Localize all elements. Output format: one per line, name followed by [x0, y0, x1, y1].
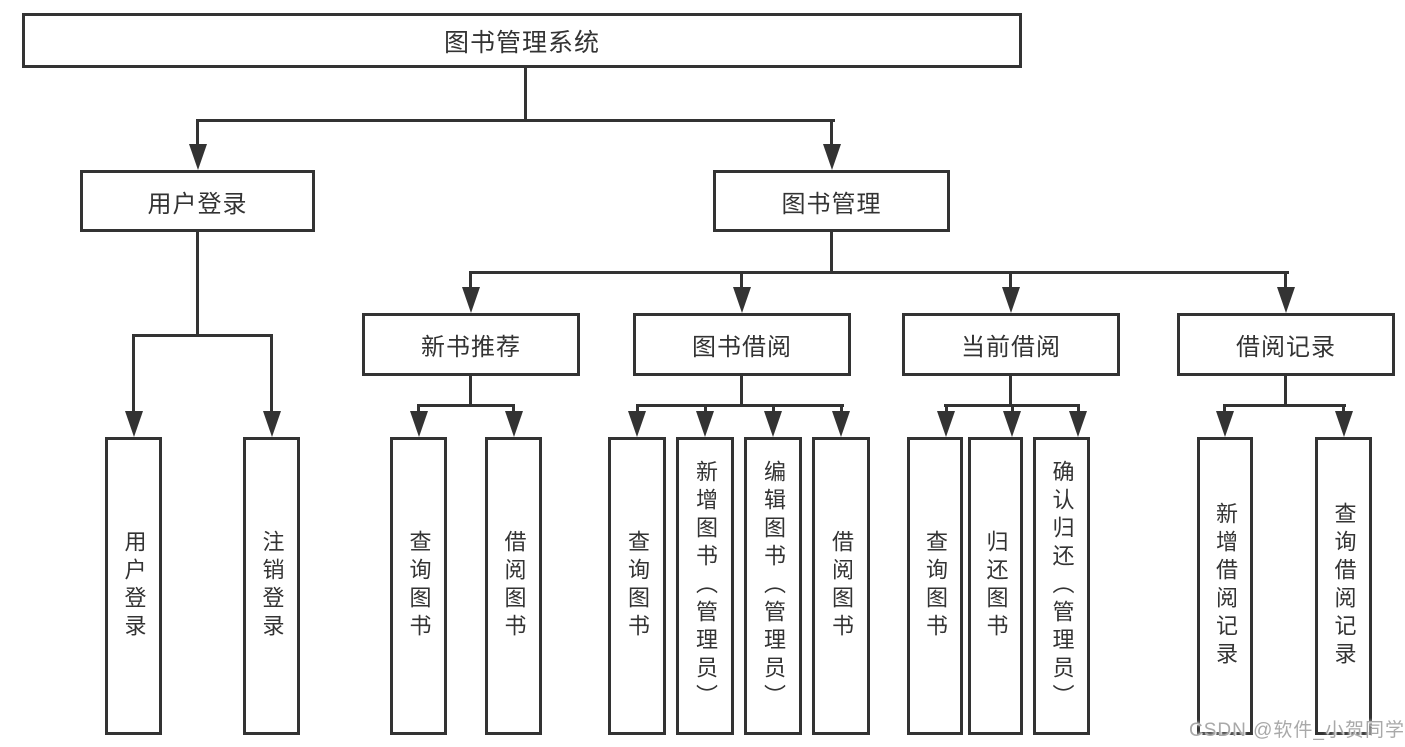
- connector-line: [636, 404, 844, 407]
- connector-line: [417, 404, 420, 414]
- arrow-down-icon: [937, 411, 955, 437]
- connector-line: [512, 404, 515, 414]
- leaf-confirm-return: 确认归还（管理员）: [1033, 437, 1090, 735]
- node-book-management: 图书管理: [713, 170, 950, 232]
- node-user-login: 用户登录: [80, 170, 315, 232]
- connector-line: [132, 334, 135, 411]
- connector-line: [1009, 272, 1012, 288]
- leaf-add-book: 新增图书（管理员）: [676, 437, 734, 735]
- connector-line: [469, 271, 1289, 274]
- node-new-book-recommend: 新书推荐: [362, 313, 580, 376]
- connector-line: [636, 404, 639, 414]
- leaf-add-borrow-record: 新增借阅记录: [1197, 437, 1253, 735]
- node-root-label: 图书管理系统: [443, 28, 600, 57]
- arrow-down-icon: [1335, 411, 1353, 437]
- arrow-down-icon: [823, 144, 841, 170]
- leaf-edit-book: 编辑图书（管理员）: [744, 437, 802, 735]
- connector-line: [132, 334, 273, 337]
- leaf-borrow-book-1: 借阅图书: [485, 437, 542, 735]
- node-borrowing-records-label: 借阅记录: [1236, 334, 1336, 361]
- leaf-user-login: 用户登录: [105, 437, 162, 735]
- node-user-login-label: 用户登录: [147, 190, 248, 218]
- connector-line: [469, 376, 472, 407]
- arrow-down-icon: [1069, 411, 1087, 437]
- leaf-add-book-label: 新增图书（管理员）: [693, 460, 718, 712]
- connector-line: [840, 404, 843, 414]
- leaf-query-book-3-label: 查询图书: [923, 530, 948, 642]
- leaf-borrow-book-1-label: 借阅图书: [501, 530, 527, 642]
- connector-line: [740, 376, 743, 407]
- arrow-down-icon: [733, 287, 751, 313]
- leaf-return-book-label: 归还图书: [983, 530, 1009, 642]
- arrow-down-icon: [1277, 287, 1295, 313]
- connector-line: [1284, 376, 1287, 407]
- arrow-down-icon: [263, 411, 281, 437]
- node-current-borrowing: 当前借阅: [902, 313, 1120, 376]
- leaf-edit-book-label: 编辑图书（管理员）: [761, 460, 786, 712]
- leaf-user-login-label: 用户登录: [121, 530, 147, 642]
- connector-line: [830, 232, 833, 273]
- connector-line: [1223, 404, 1226, 414]
- leaf-query-borrow-record-label: 查询借阅记录: [1331, 502, 1357, 670]
- leaf-query-borrow-record: 查询借阅记录: [1315, 437, 1372, 735]
- watermark: CSDN @软件_小贺同学: [1189, 720, 1405, 741]
- arrow-down-icon: [189, 144, 207, 170]
- leaf-return-book: 归还图书: [968, 437, 1023, 735]
- connector-line: [1009, 376, 1012, 407]
- arrow-down-icon: [505, 411, 523, 437]
- arrow-down-icon: [125, 411, 143, 437]
- leaf-query-book-1-label: 查询图书: [406, 530, 432, 642]
- node-new-book-recommend-label: 新书推荐: [421, 334, 521, 361]
- node-book-borrowing-label: 图书借阅: [692, 334, 792, 361]
- connector-line: [830, 120, 833, 146]
- connector-line: [469, 272, 472, 288]
- leaf-logout: 注销登录: [243, 437, 300, 735]
- connector-line: [1223, 404, 1346, 407]
- arrow-down-icon: [410, 411, 428, 437]
- leaf-confirm-return-label: 确认归还（管理员）: [1049, 460, 1075, 712]
- arrow-down-icon: [832, 411, 850, 437]
- arrow-down-icon: [764, 411, 782, 437]
- leaf-add-borrow-record-label: 新增借阅记录: [1213, 502, 1238, 670]
- node-current-borrowing-label: 当前借阅: [961, 334, 1061, 361]
- connector-line: [704, 404, 707, 414]
- node-book-borrowing: 图书借阅: [633, 313, 851, 376]
- connector-line: [1342, 404, 1345, 414]
- leaf-query-book-2: 查询图书: [608, 437, 666, 735]
- node-book-management-label: 图书管理: [781, 190, 882, 218]
- connector-line: [772, 404, 775, 414]
- arrow-down-icon: [1002, 287, 1020, 313]
- arrow-down-icon: [1216, 411, 1234, 437]
- connector-line: [196, 232, 199, 335]
- leaf-borrow-book-2: 借阅图书: [812, 437, 870, 735]
- connector-line: [1011, 404, 1014, 414]
- arrow-down-icon: [696, 411, 714, 437]
- connector-line: [196, 119, 835, 122]
- arrow-down-icon: [462, 287, 480, 313]
- arrow-down-icon: [1003, 411, 1021, 437]
- connector-line: [524, 68, 527, 120]
- leaf-query-book-1: 查询图书: [390, 437, 447, 735]
- connector-line: [270, 334, 273, 411]
- connector-line: [1284, 272, 1287, 288]
- leaf-borrow-book-2-label: 借阅图书: [829, 530, 854, 642]
- arrow-down-icon: [628, 411, 646, 437]
- leaf-logout-label: 注销登录: [259, 530, 285, 642]
- connector-line: [196, 120, 199, 146]
- connector-line: [740, 272, 743, 288]
- connector-line: [945, 404, 948, 414]
- node-root: 图书管理系统: [22, 13, 1022, 68]
- connector-line: [1077, 404, 1080, 414]
- leaf-query-book-2-label: 查询图书: [625, 530, 650, 642]
- node-borrowing-records: 借阅记录: [1177, 313, 1395, 376]
- connector-line: [417, 404, 515, 407]
- leaf-query-book-3: 查询图书: [907, 437, 963, 735]
